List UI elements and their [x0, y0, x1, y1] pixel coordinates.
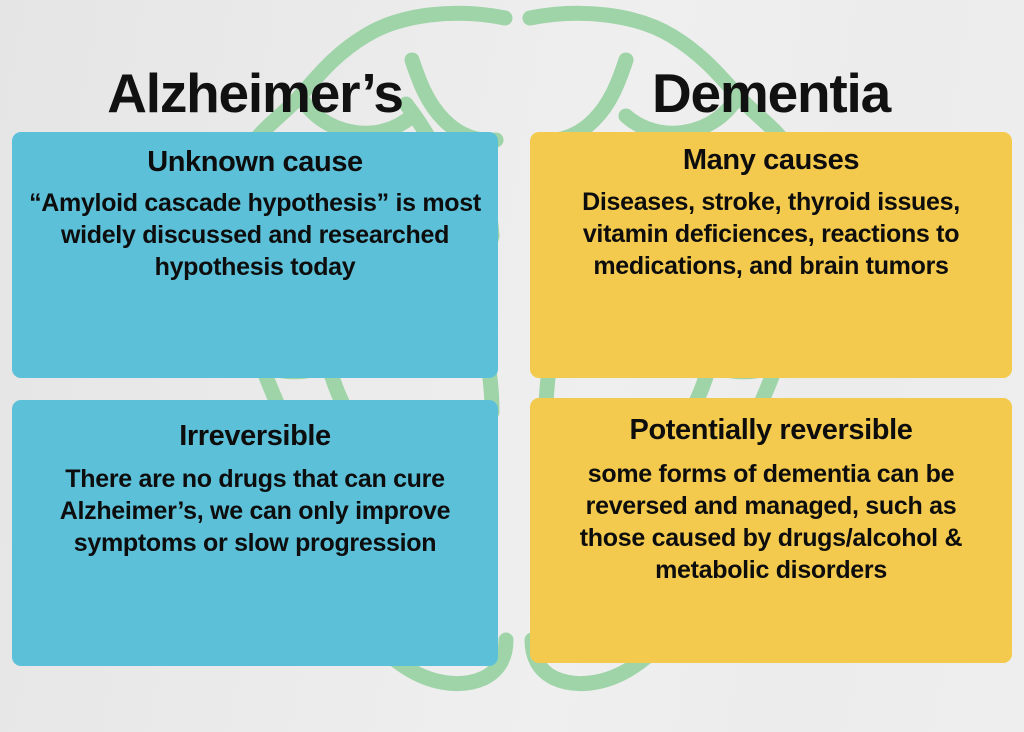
card-heading: Irreversible: [179, 420, 331, 452]
card-alzheimers-reversibility: Irreversible There are no drugs that can…: [12, 400, 498, 666]
card-heading: Many causes: [682, 144, 860, 176]
card-body: There are no drugs that can cure Alzheim…: [59, 465, 451, 558]
card-dementia-cause: Many causes Diseases, stroke, thyroid is…: [530, 132, 1012, 378]
column-title-dementia: Dementia: [652, 62, 891, 124]
column-title-alzheimers: Alzheimer’s: [107, 62, 404, 124]
card-heading: Unknown cause: [147, 146, 363, 178]
card-alzheimers-cause: Unknown cause “Amyloid cascade hypothesi…: [12, 132, 498, 378]
card-body: Diseases, stroke, thyroid issues, vitami…: [582, 188, 960, 281]
card-heading: Potentially reversible: [629, 414, 913, 446]
card-body: some forms of dementia can be reversed a…: [579, 460, 963, 585]
card-body: “Amyloid cascade hypothesis” is most wid…: [29, 189, 481, 282]
card-dementia-reversibility: Potentially reversible some forms of dem…: [530, 398, 1012, 663]
